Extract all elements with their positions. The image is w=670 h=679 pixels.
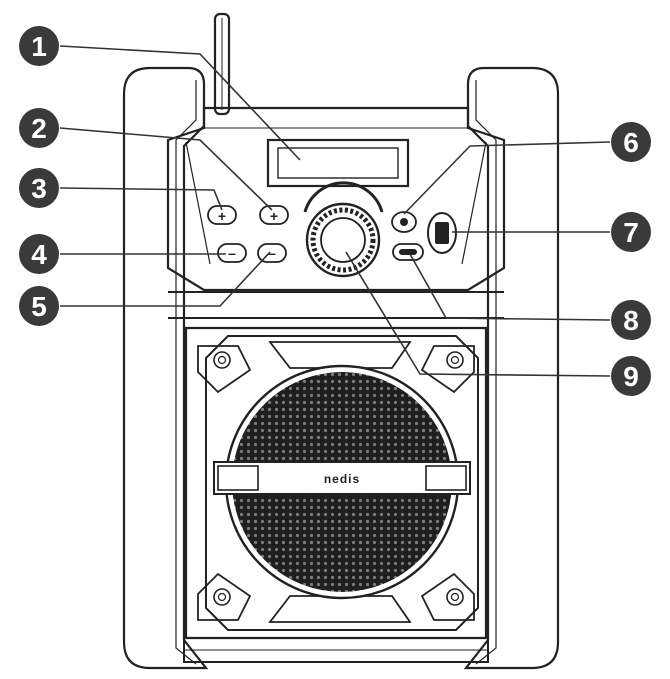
battery-switch[interactable] [427, 212, 457, 254]
volume-knob[interactable] [303, 181, 384, 278]
callout-number: 6 [623, 127, 639, 158]
preset-up-button[interactable]: + [207, 205, 237, 225]
callout-number: 4 [31, 239, 47, 270]
tune-down-button[interactable]: – [257, 243, 287, 263]
minus-label: – [228, 245, 236, 261]
callout-number: 7 [623, 217, 639, 248]
callout-2: 2 [19, 108, 59, 148]
control-panel [166, 106, 506, 319]
plus-label: + [218, 208, 226, 224]
tune-up-button[interactable]: + [259, 205, 289, 225]
screw-bottom-right [446, 588, 464, 606]
carry-handle[interactable]: nedis [213, 461, 471, 495]
callout-number: 8 [623, 305, 639, 336]
lcd-display [266, 138, 410, 188]
callout-number: 3 [31, 173, 47, 204]
callout-8: 8 [611, 300, 651, 340]
callout-number: 9 [623, 361, 639, 392]
band-button[interactable] [392, 243, 424, 261]
callout-number: 1 [31, 31, 47, 62]
callout-5: 5 [19, 286, 59, 326]
minus-label: – [268, 245, 276, 261]
callout-1: 1 [19, 26, 59, 66]
roll-cage-frame [122, 66, 560, 670]
preset-down-button[interactable]: – [217, 243, 247, 263]
screw-top-left [213, 351, 231, 369]
plus-label: + [270, 208, 278, 224]
screw-top-right [446, 351, 464, 369]
callout-9: 9 [611, 356, 651, 396]
callout-7: 7 [611, 212, 651, 252]
power-button[interactable] [391, 211, 417, 233]
brand-logo: nedis [324, 472, 360, 486]
callout-number: 5 [31, 291, 47, 322]
battery-switch-icon [435, 222, 449, 244]
screw-bottom-left [213, 588, 231, 606]
callout-number: 2 [31, 113, 47, 144]
leader-lines [59, 45, 611, 377]
callout-3: 3 [19, 168, 59, 208]
antenna[interactable] [213, 12, 231, 116]
callout-4: 4 [19, 234, 59, 274]
callout-6: 6 [611, 122, 651, 162]
speaker-housing [184, 326, 488, 640]
